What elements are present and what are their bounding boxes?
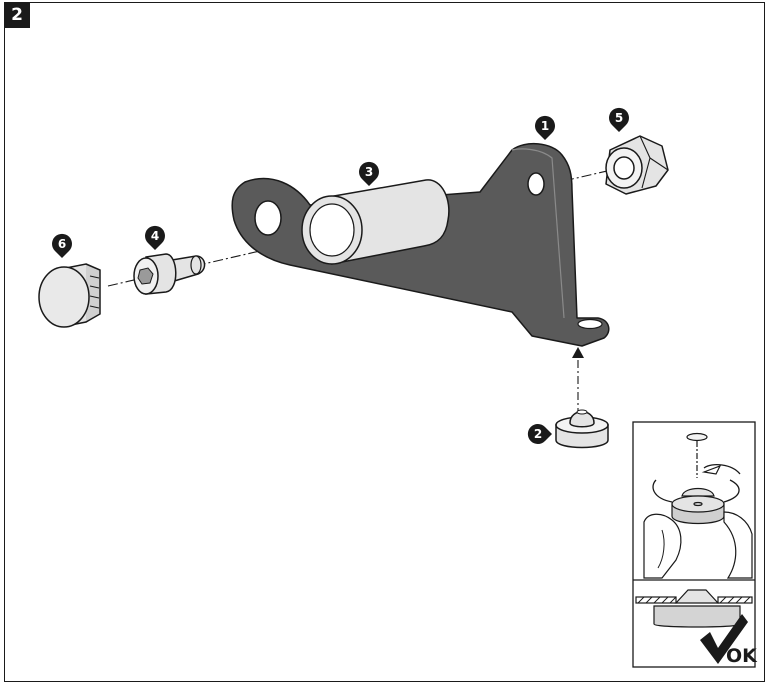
bracket-left-bore — [254, 200, 282, 236]
bracket-foot-hole — [577, 318, 603, 330]
bumper-part — [555, 409, 609, 449]
svg-text:3: 3 — [365, 165, 373, 179]
svg-text:5: 5 — [615, 111, 623, 125]
step-number-badge: 2 — [4, 2, 30, 28]
callout-2: 2 — [527, 424, 552, 445]
inset-hand-scene — [633, 432, 755, 581]
callout-4: 4 — [145, 225, 165, 250]
callout-1: 1 — [535, 115, 555, 140]
ok-checkmark-icon — [700, 614, 748, 664]
bolt-part — [133, 253, 206, 295]
figure-frame — [4, 2, 765, 682]
svg-text:6: 6 — [58, 237, 66, 251]
inset-section-scene — [635, 589, 753, 628]
inset-panel: OK — [632, 421, 758, 668]
callout-3: 3 — [359, 161, 380, 186]
bumper-axis-arrow — [572, 347, 584, 358]
spacer-sleeve-part — [301, 179, 450, 265]
callout-6: 6 — [51, 233, 72, 258]
svg-text:4: 4 — [151, 229, 159, 243]
cap-part — [38, 263, 101, 328]
svg-text:2: 2 — [534, 427, 542, 441]
bracket-right-bore — [527, 172, 545, 196]
svg-text:1: 1 — [541, 119, 549, 133]
ok-label: OK — [726, 645, 758, 667]
nut-part — [605, 135, 669, 195]
callout-5: 5 — [608, 107, 629, 132]
